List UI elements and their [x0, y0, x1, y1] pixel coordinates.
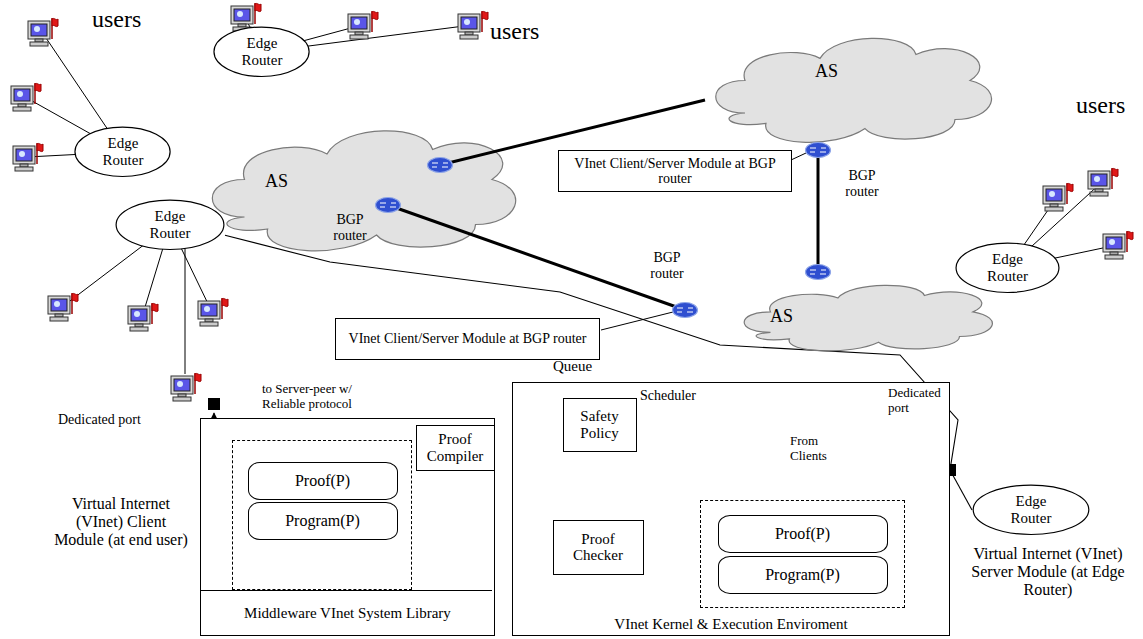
node-text: Edge Router: [229, 35, 295, 68]
ellipse-outline: [75, 127, 170, 176]
user-computer: [11, 3, 1133, 401]
bgp-router: [806, 265, 831, 280]
user-link: [25, 17, 1117, 374]
proof-block: Proof(P): [248, 462, 398, 500]
router-label: BGP router: [643, 250, 691, 281]
cloud-outline: [700, 22, 1000, 152]
cloud-outline: [212, 131, 515, 251]
proof-block: Proof(P): [718, 515, 888, 553]
node-text: Proof Checker: [554, 531, 643, 564]
bgp-router: [428, 158, 453, 173]
connector: [950, 470, 972, 510]
user-computer: [198, 298, 228, 326]
node-text: Proof(P): [772, 525, 833, 543]
arrow-note: to Server-peer w/ Reliable protocol: [262, 382, 397, 411]
bgp-router: [376, 198, 401, 213]
cloud-outline: [744, 285, 992, 351]
user-computer: [11, 83, 41, 111]
user-computer: [48, 293, 78, 321]
module-caption: Virtual Internet (VInet) Server Module (…: [962, 545, 1134, 599]
proof-compiler: Proof Compiler: [416, 425, 495, 471]
program-block: Program(P): [248, 502, 398, 540]
node-text: Middleware VInet System Library: [201, 605, 494, 622]
node-text: AS: [815, 62, 838, 82]
user-computer: [13, 143, 43, 171]
server-module: VInet Kernel & Execution Enviroment Safet…: [512, 382, 950, 636]
cloud-outline: [716, 38, 992, 142]
node-text: VInet Kernel & Execution Enviroment: [513, 616, 949, 633]
node-text: Edge Router: [975, 251, 1041, 284]
node-text: VInet Client/Server Module at BGP router: [346, 331, 590, 346]
user-computer: [1103, 231, 1133, 259]
as-cloud: AS: [700, 22, 1000, 152]
leader-line: [791, 153, 806, 160]
bgp-router: [806, 143, 831, 158]
bgp-link: [817, 150, 820, 272]
edge-router: Edge Router: [74, 126, 171, 178]
bgp-link: [388, 205, 685, 310]
callout-box: VInet Client/Server Module at BGP router: [558, 150, 792, 192]
module-caption: Virtual Internet (VInet) Client Module (…: [50, 495, 192, 549]
user-computer: [28, 18, 58, 46]
user-computer: [171, 373, 201, 401]
ellipse-outline: [956, 243, 1059, 292]
library-band-line: [200, 590, 492, 591]
user-computer: [1043, 183, 1073, 211]
as-cloud: AS: [730, 275, 1000, 357]
user-link: [185, 245, 186, 374]
ellipse-outline: [973, 485, 1089, 534]
edge-router: Edge Router: [955, 242, 1060, 294]
users-label: users: [1076, 92, 1125, 119]
ellipse-outline: [116, 200, 224, 249]
node-text: Proof(P): [292, 472, 353, 490]
queue-label: Queue: [553, 358, 592, 375]
node-text: Edge Router: [137, 208, 203, 241]
proof-checker: Proof Checker: [553, 520, 644, 575]
safety-policy: Safety Policy: [563, 398, 637, 452]
arrow-note: From Clients: [790, 434, 840, 463]
router-label: BGP router: [838, 168, 886, 199]
router-label: BGP router: [326, 212, 374, 243]
dedicated-port: [208, 398, 220, 410]
callout-box: VInet Client/Server Module at BGP router: [335, 318, 600, 360]
user-computer: [128, 303, 158, 331]
bgp-link: [440, 100, 705, 165]
node-text: Edge Router: [998, 493, 1064, 526]
leader-line: [601, 312, 673, 330]
node-text: Program(P): [282, 512, 363, 530]
bgp-router: [673, 303, 698, 318]
node-text: Safety Policy: [564, 408, 636, 441]
node-text: VInet Client/Server Module at BGP router: [559, 156, 791, 187]
user-computer: [1088, 168, 1118, 196]
edge-router: Edge Router: [115, 199, 225, 251]
node-text: AS: [770, 307, 793, 327]
client-module: Middleware VInet System Library Proof(P) P…: [200, 418, 495, 636]
bgp-router: [376, 143, 831, 318]
port-label: Dedicated port: [58, 412, 141, 428]
node-text: Program(P): [762, 566, 843, 584]
node-text: Edge Router: [90, 135, 156, 168]
leader-line: [601, 153, 806, 330]
users-label: users: [490, 18, 539, 45]
node-text: Proof Compiler: [417, 431, 494, 464]
node-text: AS: [265, 172, 288, 192]
ellipse-outline: [214, 27, 309, 76]
edge-router: Edge Router: [972, 484, 1090, 536]
user-computer: [458, 11, 488, 39]
program-block: Program(P): [718, 556, 888, 594]
port-label: Dedicated port: [888, 386, 946, 415]
bgp-link: [388, 100, 818, 310]
edge-router: Edge Router: [213, 26, 310, 78]
users-label: users: [92, 6, 141, 33]
scheduler-label: Scheduler: [640, 388, 696, 404]
user-computer: [348, 11, 378, 39]
